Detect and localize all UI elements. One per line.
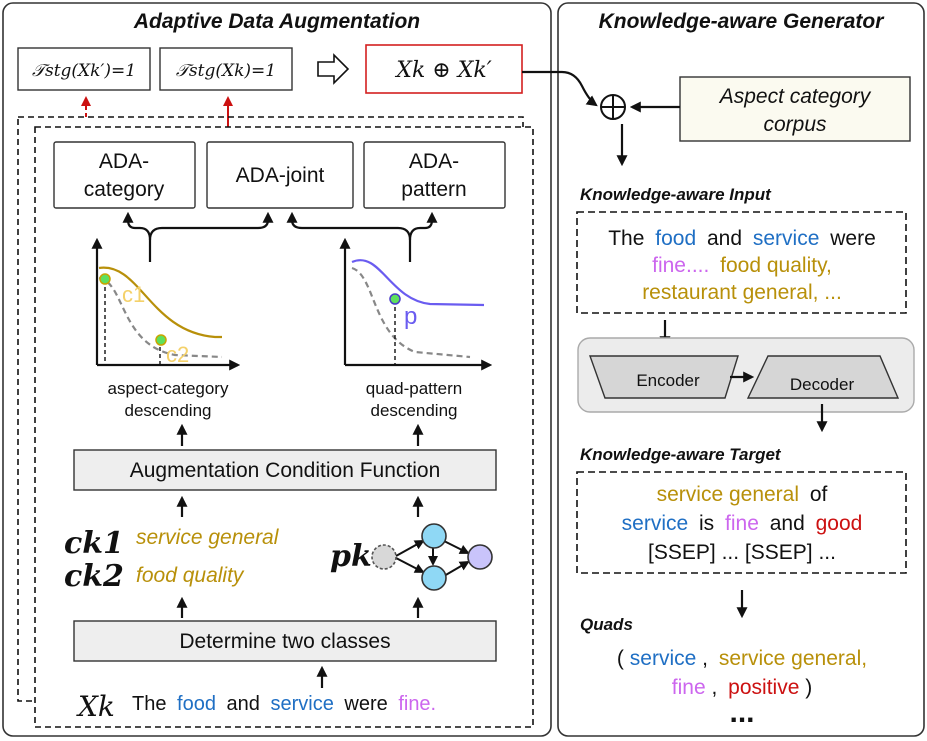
hollow-arrow-icon	[317, 53, 350, 85]
source-sentence: The food and service were fine.	[132, 693, 436, 715]
concat-box	[365, 44, 523, 94]
ck1-symbol: ck1	[64, 526, 124, 561]
target-title: Knowledge-aware Target	[580, 445, 782, 464]
input-line-3: restaurant general, ...	[642, 281, 842, 304]
ada-pattern-box	[363, 141, 506, 209]
service-general-text: service general	[136, 526, 280, 549]
food-quality-text: food quality	[136, 564, 245, 587]
input-line-2: fine.... food quality,	[652, 254, 832, 277]
ada-category-label-2: category	[84, 178, 165, 201]
condition-kprime: 𝒯stg(Xk′)=1	[32, 61, 136, 81]
corpus-box	[679, 76, 911, 142]
condition-box-kprime	[17, 47, 151, 91]
input-box	[576, 211, 907, 314]
determine-box	[73, 620, 497, 662]
decoder-label: Decoder	[790, 375, 855, 394]
aspect-category-chart: c1 c2	[91, 237, 241, 371]
corpus-label-2: corpus	[763, 113, 827, 136]
ada-pattern-label-1: ADA-	[409, 150, 459, 173]
graph-node-lower	[421, 565, 447, 591]
pattern-graph	[371, 523, 493, 591]
target-line-2: service is fine and good	[622, 512, 863, 535]
graph-node-start	[371, 544, 397, 570]
condition-box-k	[159, 47, 293, 91]
decoder-shape	[746, 355, 900, 399]
concat-to-oplus-arrow	[522, 70, 598, 107]
quad-pattern-chart: p	[339, 237, 493, 371]
c2-label: c2	[166, 342, 189, 367]
ada-joint-box	[206, 141, 354, 209]
c2-curve	[98, 276, 223, 359]
quad-label-1: quad-pattern	[366, 379, 462, 398]
determine-label: Determine two classes	[179, 630, 390, 653]
acf-box	[73, 449, 497, 491]
graph-node-upper	[421, 523, 447, 549]
right-panel-title: Knowledge-aware Generator	[599, 10, 886, 33]
aspect-label-1: aspect-category	[108, 379, 229, 398]
encoder-label: Encoder	[636, 371, 700, 390]
ada-pattern-label-2: pattern	[401, 178, 466, 201]
concat-expression: Xk ⊕ Xk′	[394, 58, 491, 83]
ada-category-label-1: ADA-	[99, 150, 149, 173]
c1-label: c1	[122, 282, 145, 307]
fork-arrows-right	[286, 211, 438, 262]
p-curve	[351, 259, 485, 307]
c1-curve	[98, 266, 222, 339]
p-label: p	[404, 303, 417, 330]
ada-joint-label: ADA-joint	[236, 164, 325, 187]
left-panel-title: Adaptive Data Augmentation	[133, 10, 420, 33]
c1-point	[99, 273, 111, 285]
quads-line-1: ( service , service general,	[617, 647, 867, 670]
c2-point	[155, 334, 167, 346]
input-title: Knowledge-aware Input	[580, 185, 772, 204]
oplus-icon	[600, 94, 626, 120]
quad-label-2: descending	[371, 401, 458, 420]
p-point	[389, 293, 401, 305]
ck2-symbol: ck2	[64, 559, 124, 594]
fork-arrows-left	[122, 211, 274, 262]
quads-ellipsis: ...	[729, 696, 754, 729]
quads-title: Quads	[580, 615, 633, 634]
corpus-label-1: Aspect category	[718, 85, 872, 108]
target-line-1: service general of	[657, 483, 828, 506]
condition-k: 𝒯stg(Xk)=1	[176, 61, 276, 81]
acf-label: Augmentation Condition Function	[130, 459, 441, 482]
quads-line-2: fine , positive )	[672, 676, 812, 699]
xk-symbol: Xk	[76, 690, 115, 723]
target-line-3: [SSEP] ... [SSEP] ...	[648, 541, 836, 564]
ada-category-box	[53, 141, 196, 209]
encoder-shape	[589, 355, 739, 399]
pk-symbol: pk	[330, 539, 372, 574]
aspect-label-2: descending	[125, 401, 212, 420]
graph-node-end	[467, 544, 493, 570]
input-line-1: The food and service were	[608, 227, 876, 250]
target-box	[576, 471, 907, 574]
